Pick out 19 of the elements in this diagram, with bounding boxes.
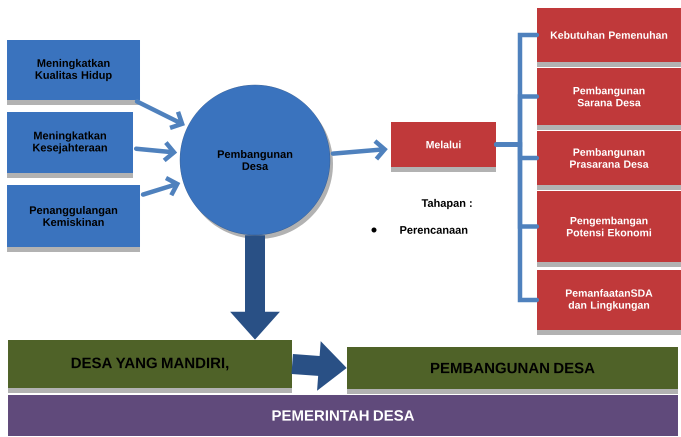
arrow [134,141,178,162]
result-box: DESA YANG MANDIRI, [8,340,292,393]
result-box: PEMBANGUNAN DESA [347,347,678,394]
process-box: PemanfaatanSDA dan Lingkungan [537,270,681,335]
heading-text: Tahapan : [422,198,472,210]
arrow [134,99,185,130]
arrow [330,139,388,160]
process-box: Meningkatkan Kualitas Hidup [7,40,140,105]
list-item: Perencanaan [400,226,468,234]
footer-band: PEMERINTAH DESA [8,394,678,436]
arrow [140,176,180,197]
process-box: Pengembangan Potensi Ekonomi [537,191,681,267]
process-box: Pembangunan Sarana Desa [537,68,681,130]
process-box: Meningkatkan Kesejahteraan [7,112,133,178]
process-box: Melalui [391,122,496,172]
process-box: Kebutuhan Pemenuhan [537,8,681,67]
process-box: Penanggulangan Kemiskinan [7,185,140,252]
connector-line [494,142,540,302]
process-box: Pembangunan Prasarana Desa [537,131,681,190]
